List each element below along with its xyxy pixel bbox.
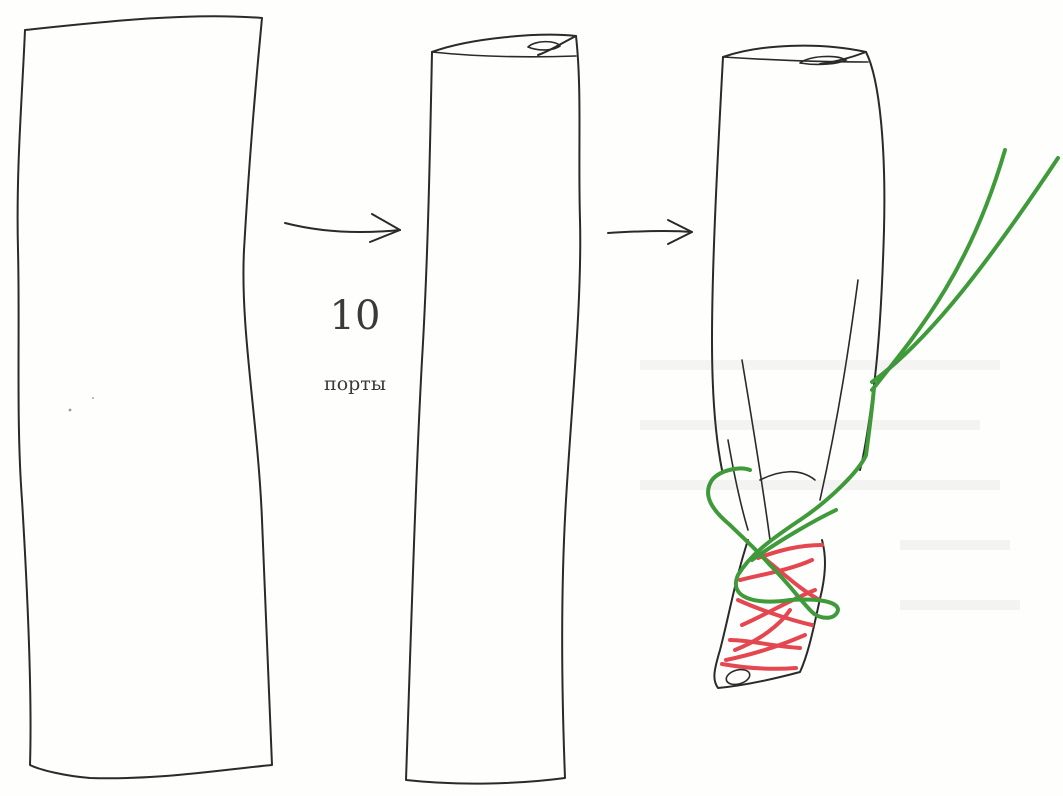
- background-ghost-text: [640, 360, 1020, 610]
- fold-line: [760, 472, 815, 480]
- paper-speck: [92, 397, 94, 399]
- fold-line: [820, 280, 858, 500]
- step-label: порты: [300, 372, 410, 396]
- step-number: 10: [310, 292, 400, 340]
- rolled-cloth-tube: [406, 35, 580, 784]
- tube-top-roll: [432, 35, 576, 55]
- tube-outline: [406, 36, 580, 784]
- flat-cloth: [18, 16, 272, 778]
- tube-top-edge: [432, 52, 576, 57]
- paper-speck: [69, 409, 72, 412]
- flat-cloth-outline: [18, 16, 272, 778]
- tube-top-curl: [528, 42, 560, 50]
- fold-line: [742, 360, 770, 540]
- arrow-right-icon: [285, 214, 400, 242]
- arrow-right-icon: [608, 220, 692, 244]
- leg-outline-left: [712, 57, 723, 470]
